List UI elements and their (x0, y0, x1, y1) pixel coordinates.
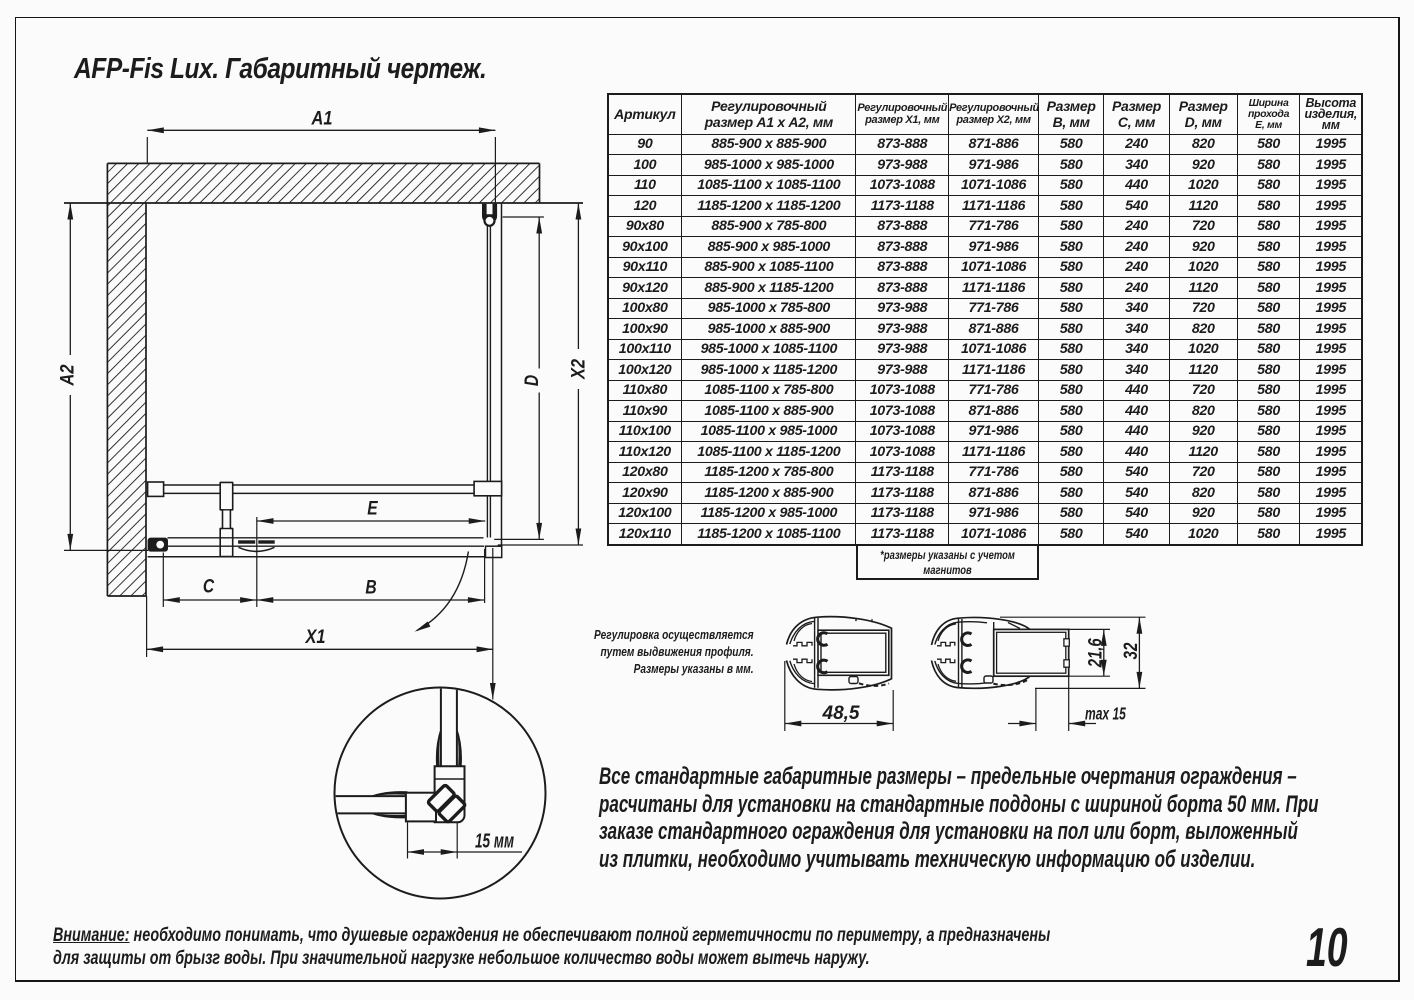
svg-text:32: 32 (1119, 642, 1141, 659)
svg-text:X1: X1 (305, 626, 326, 648)
svg-text:A1: A1 (311, 107, 333, 129)
svg-text:E: E (367, 497, 378, 519)
svg-text:D: D (520, 375, 542, 386)
svg-text:21,6: 21,6 (1085, 638, 1106, 668)
svg-text:C: C (203, 575, 214, 597)
svg-text:A2: A2 (56, 365, 78, 387)
svg-text:max 15: max 15 (1085, 704, 1126, 724)
svg-text:48,5: 48,5 (822, 703, 860, 724)
svg-text:15 мм: 15 мм (475, 830, 514, 852)
svg-text:B: B (365, 576, 376, 598)
svg-text:X2: X2 (567, 359, 589, 380)
